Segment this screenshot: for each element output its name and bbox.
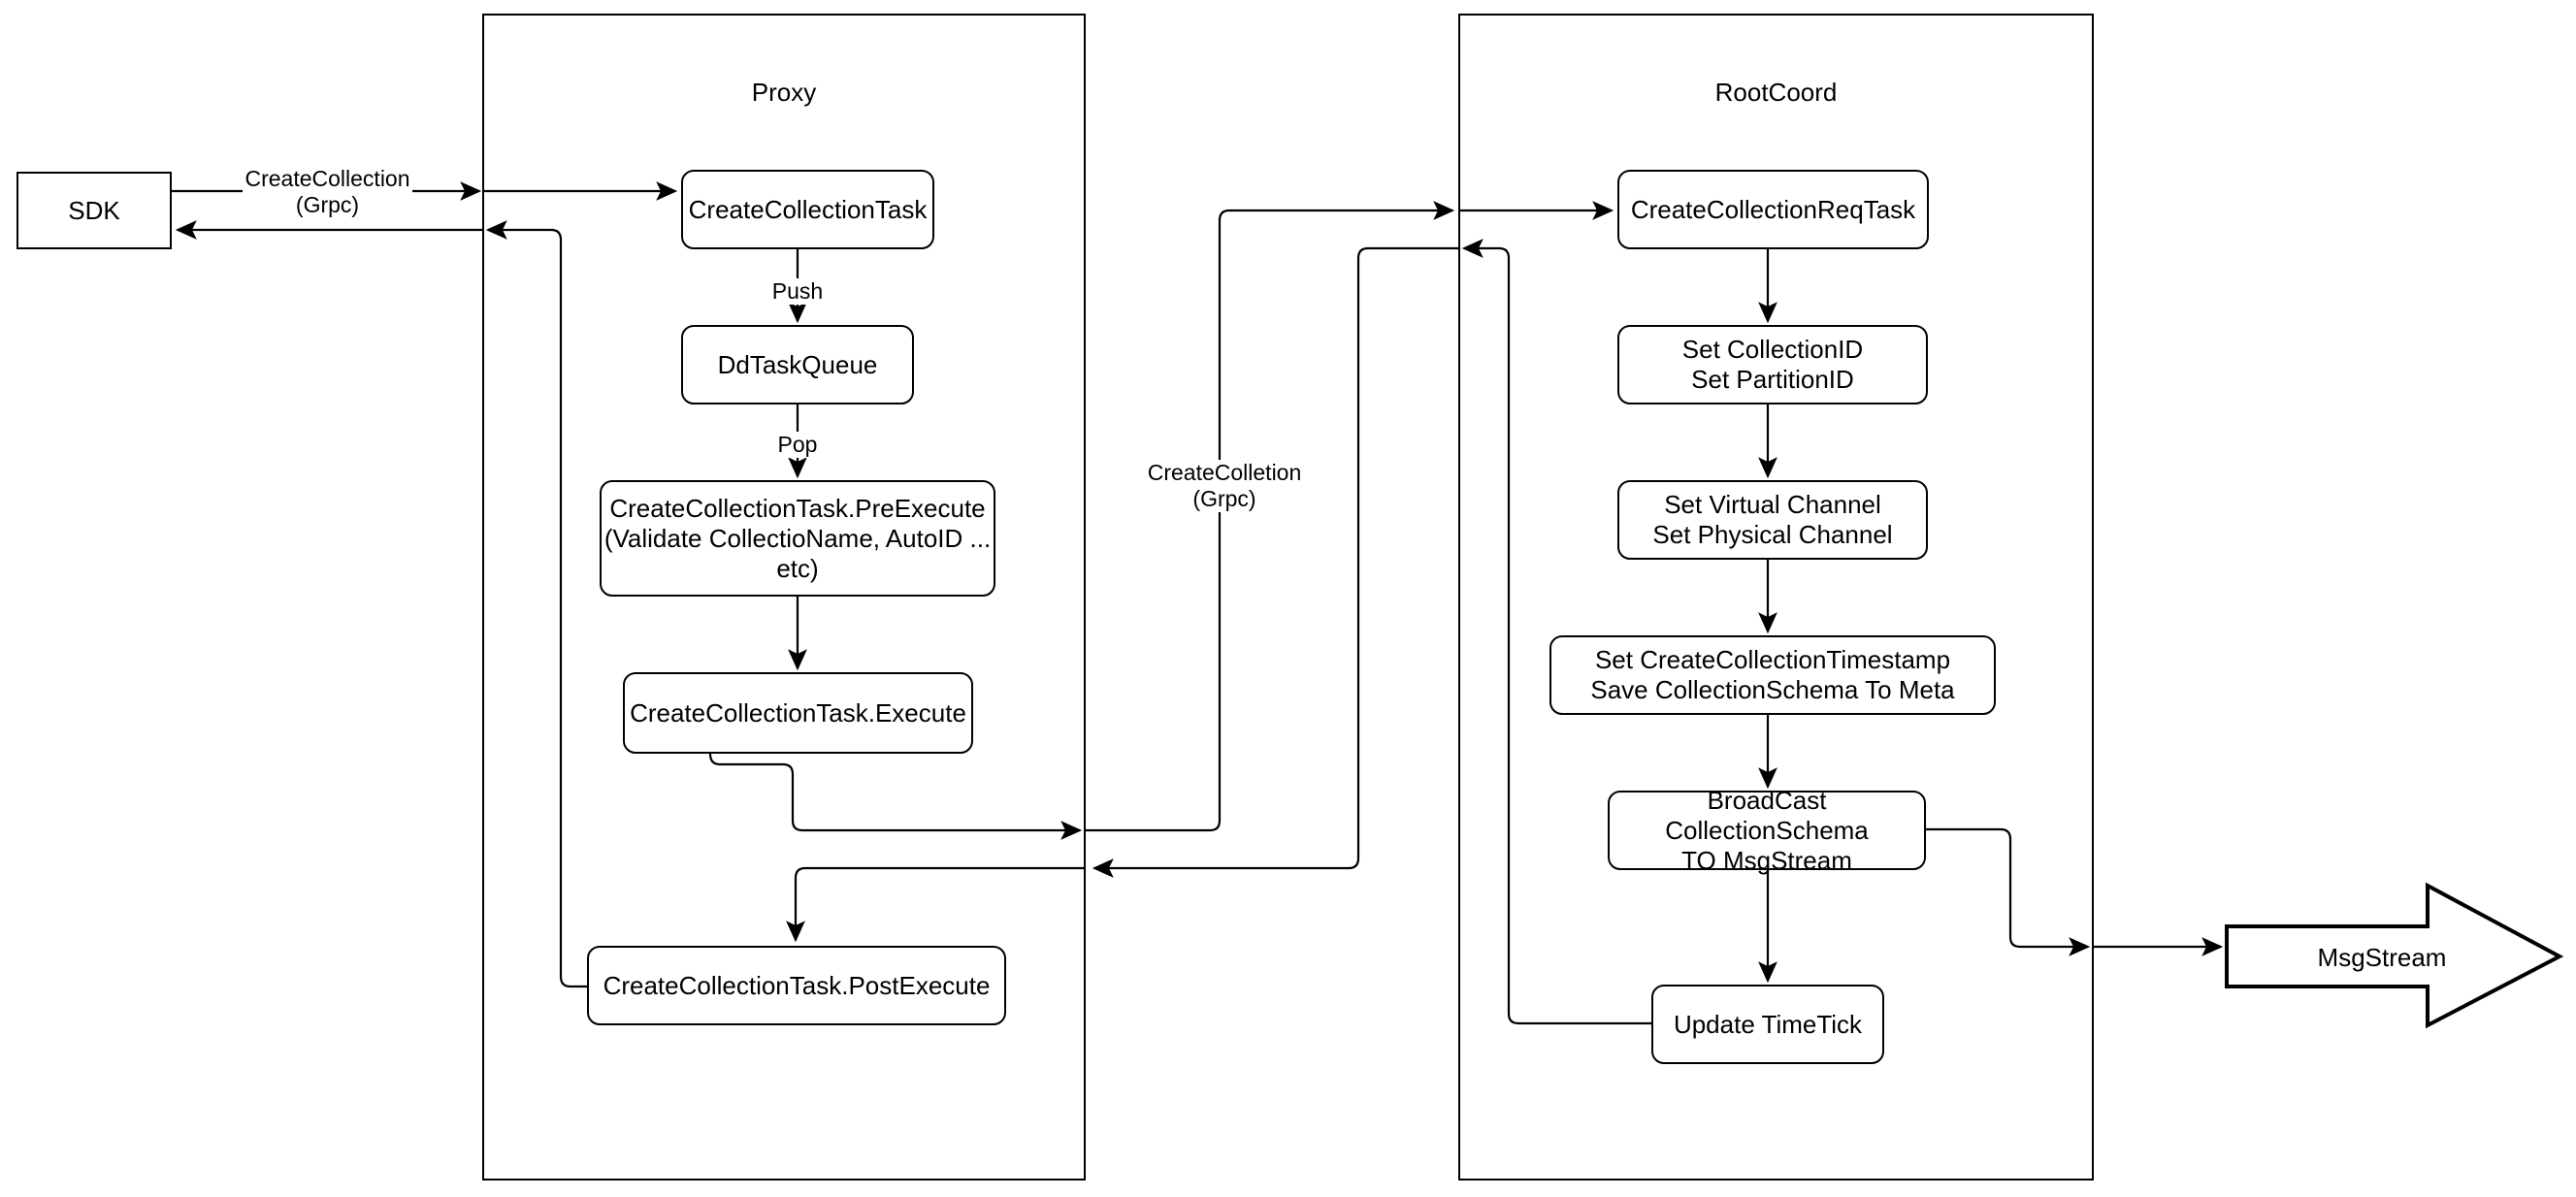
edge-label-createcollection-grpc: CreateCollection (Grpc) — [243, 166, 412, 218]
node-set-collection-id-line1: Set CollectionID — [1681, 335, 1864, 364]
node-dd-task-queue: DdTaskQueue — [681, 325, 914, 404]
edge-label-createcolletion-grpc-line2: (Grpc) — [1192, 486, 1256, 511]
edge-label-pop: Pop — [768, 432, 827, 458]
node-execute-label: CreateCollectionTask.Execute — [630, 697, 966, 728]
proxy-container-title: Proxy — [751, 78, 817, 107]
edge-rootcoord-border-to-proxy-border — [1092, 246, 1458, 878]
node-create-collection-req-task-label: CreateCollectionReqTask — [1630, 194, 1916, 224]
node-update-timetick: Update TimeTick — [1651, 985, 1884, 1064]
edge-label-createcollection-grpc-line2: (Grpc) — [295, 192, 360, 217]
node-dd-task-queue-label: DdTaskQueue — [717, 349, 878, 379]
node-set-channels: Set Virtual Channel Set Physical Channel — [1617, 480, 1928, 560]
node-execute: CreateCollectionTask.Execute — [623, 672, 973, 754]
node-broadcast-line1: BroadCast CollectionSchema — [1665, 785, 1869, 845]
edge-label-createcolletion-grpc: CreateColletion (Grpc) — [1142, 460, 1307, 512]
node-pre-execute-line1: CreateCollectionTask.PreExecute — [609, 493, 986, 523]
rootcoord-container: RootCoord — [1458, 14, 2094, 1181]
node-set-timestamp: Set CreateCollectionTimestamp Save Colle… — [1549, 635, 1996, 715]
msgstream-shape-label: MsgStream — [2317, 943, 2447, 972]
rootcoord-container-title: RootCoord — [1714, 78, 1838, 107]
node-create-collection-task: CreateCollectionTask — [681, 170, 934, 249]
node-set-channels-line1: Set Virtual Channel — [1664, 490, 1881, 519]
node-sdk-label: SDK — [68, 195, 120, 225]
node-broadcast-line2: TO MsgStream — [1681, 845, 1852, 875]
node-set-timestamp-line1: Set CreateCollectionTimestamp — [1594, 645, 1951, 674]
edge-proxy-border-to-rootcoord-border — [1086, 201, 1455, 832]
edge-label-createcollection-grpc-line1: CreateCollection — [245, 166, 410, 191]
node-set-channels-line2: Set Physical Channel — [1652, 520, 1893, 549]
node-update-timetick-label: Update TimeTick — [1673, 1009, 1863, 1039]
edge-label-push: Push — [768, 278, 827, 305]
edge-label-createcolletion-grpc-line1: CreateColletion — [1147, 460, 1302, 485]
node-pre-execute-line2: (Validate CollectioName, AutoID ... etc) — [603, 523, 992, 583]
node-post-execute: CreateCollectionTask.PostExecute — [587, 946, 1006, 1025]
node-pre-execute: CreateCollectionTask.PreExecute (Validat… — [600, 480, 995, 597]
proxy-container: Proxy — [482, 14, 1086, 1181]
node-broadcast: BroadCast CollectionSchema TO MsgStream — [1608, 786, 1926, 875]
node-post-execute-label: CreateCollectionTask.PostExecute — [603, 970, 991, 1000]
node-create-collection-req-task: CreateCollectionReqTask — [1617, 170, 1929, 249]
node-set-collection-id-line2: Set PartitionID — [1691, 365, 1854, 394]
node-set-timestamp-line2: Save CollectionSchema To Meta — [1590, 675, 1955, 704]
node-set-collection-id: Set CollectionID Set PartitionID — [1617, 325, 1928, 404]
node-sdk: SDK — [16, 172, 172, 249]
node-create-collection-task-label: CreateCollectionTask — [688, 194, 928, 224]
